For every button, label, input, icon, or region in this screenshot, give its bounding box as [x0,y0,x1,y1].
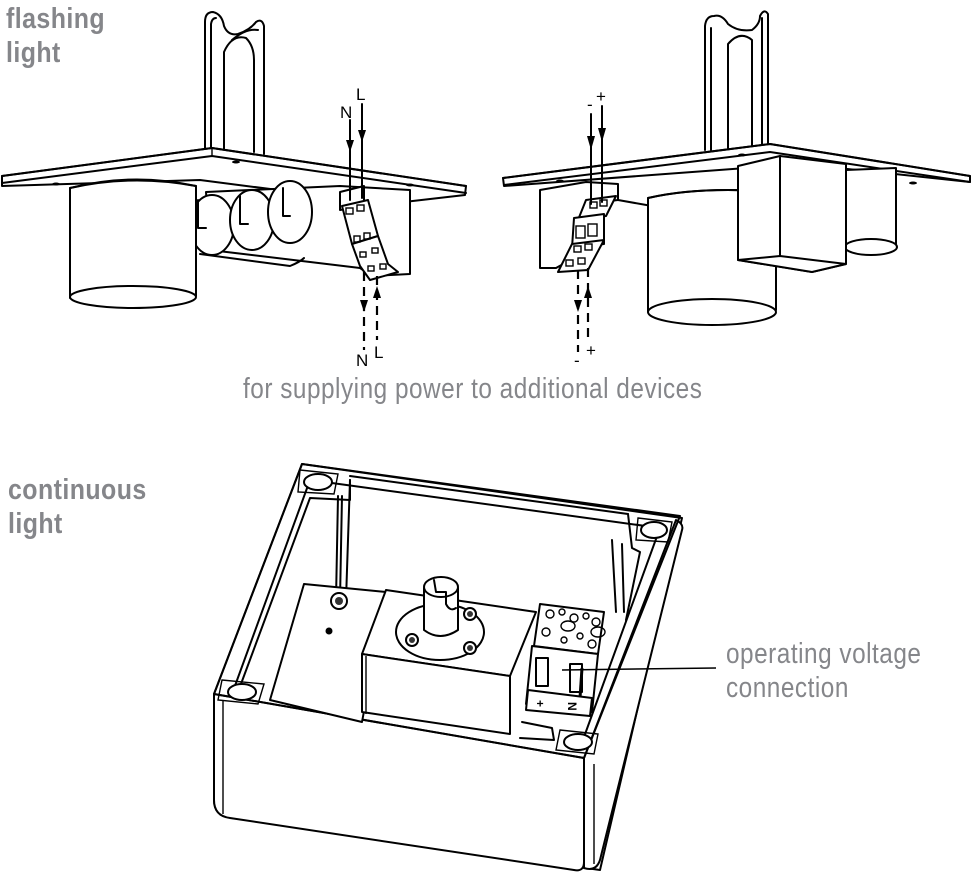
flashing-unit-dc: - + - + [502,10,971,370]
input-label-l: L [356,85,365,104]
output-wires-ac: N L [356,272,383,370]
input-label-minus: - [587,95,593,114]
continuous-light-title: continuous light [8,473,147,541]
flash-tube-left [204,11,265,155]
terminal-slot-plus [535,657,549,687]
input-wires-dc: - + [587,87,606,205]
flashing-light-title: flashing light [6,2,105,70]
transformer-block [737,155,847,273]
supply-caption: for supplying power to additional device… [243,373,703,405]
terminal-holes [541,608,606,649]
output-wires-dc: - + [574,268,596,370]
rear-cylinder [844,167,898,256]
operating-voltage-terminal: + N [519,603,606,741]
output-label-minus: - [574,351,580,370]
terminal-mark-plus: + [533,700,547,707]
input-wires-ac: N L [340,85,366,201]
mounting-plate-right [502,143,971,187]
input-label-plus: + [596,87,606,106]
continuous-title-line2: light [8,508,63,540]
callout-line2: connection [726,672,849,704]
terminal-mark-n: N [565,702,579,711]
corner-mount-holes [217,469,673,755]
lamp-socket-module [361,576,537,735]
terminal-block-dc [557,195,617,273]
flashing-title-line2: light [6,37,61,69]
lamp-cylinder-left [69,178,197,309]
callout-leader-line [561,667,717,671]
output-label-n: N [356,351,368,370]
continuous-light-housing: + N [213,463,717,872]
flashing-title-line1: flashing [6,3,106,35]
flashing-unit-ac: L L L N [1,11,467,370]
output-label-plus: + [586,341,596,360]
callout-line1: operating voltage [726,638,922,670]
flash-tube-right [704,10,769,151]
capacitor-tubes: L L L [189,180,313,267]
output-label-l: L [374,343,383,362]
input-label-n: N [340,103,352,122]
operating-voltage-callout: operating voltage connection [726,637,921,705]
continuous-title-line1: continuous [8,474,147,506]
terminal-block-ac [339,185,399,281]
